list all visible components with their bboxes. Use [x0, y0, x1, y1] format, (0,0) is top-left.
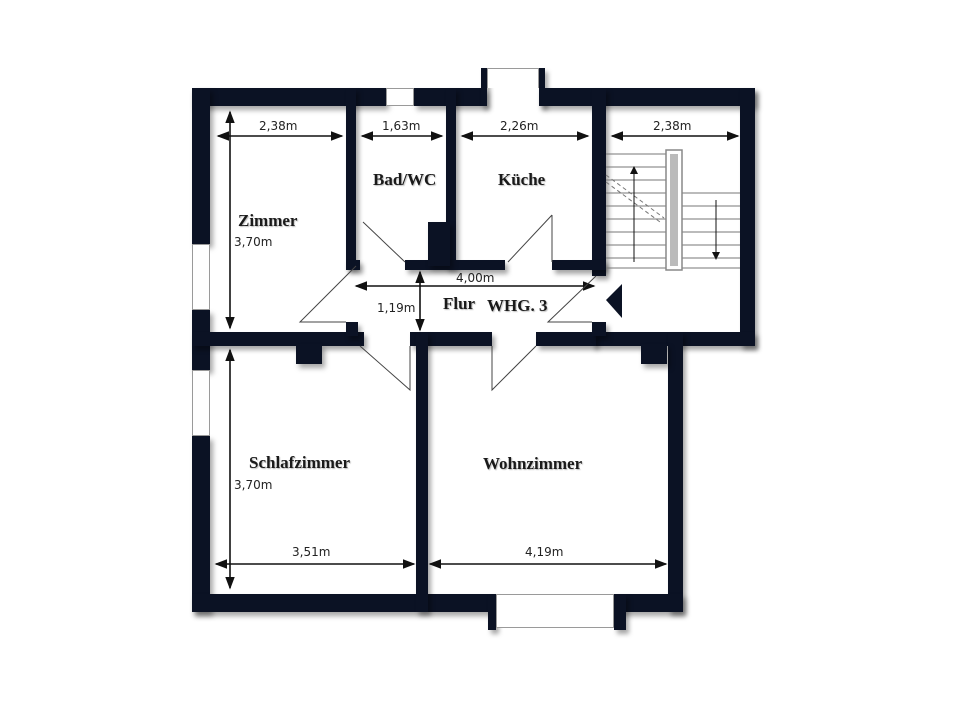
dim-flur-width: 4,00m	[456, 271, 495, 285]
room-label-kueche: Küche	[498, 170, 546, 189]
room-label-wohnzimmer: Wohnzimmer	[483, 454, 583, 473]
shaft-bad	[428, 222, 450, 266]
dim-kueche-width: 2,26m	[500, 119, 539, 133]
shaft-schlaf	[296, 344, 322, 364]
wall-kueche-stair	[592, 88, 606, 276]
wall-right-lower	[668, 332, 683, 612]
room-label-schlafzimmer: Schlafzimmer	[249, 453, 351, 472]
wall-bad-bottom	[405, 260, 505, 270]
dim-schlaf-width: 3,51m	[292, 545, 331, 559]
dim-flur-depth: 1,19m	[377, 301, 416, 315]
wall-kitchen-bay-left	[481, 68, 487, 106]
dim-stair-width: 2,38m	[653, 119, 692, 133]
wall-zimmer-bad	[346, 88, 356, 268]
unit-label: WHG. 3	[487, 296, 548, 315]
room-label-bad: Bad/WC	[373, 170, 437, 189]
wall-stair-right	[740, 88, 755, 346]
wall-left-3	[192, 436, 210, 612]
wall-balcony-right	[614, 594, 626, 630]
window-kueche	[487, 68, 539, 88]
wall-bad-kueche	[446, 88, 456, 268]
wall-balcony-left	[488, 594, 496, 630]
entrance-arrow-icon	[606, 284, 622, 318]
shaft-wohn	[641, 344, 667, 364]
window-zimmer	[192, 244, 210, 310]
dim-bad-width: 1,63m	[382, 119, 421, 133]
window-bad	[386, 88, 414, 106]
dim-zimmer-width: 2,38m	[259, 119, 298, 133]
window-schlafzimmer	[192, 370, 210, 436]
room-label-zimmer: Zimmer	[238, 211, 298, 230]
wall-mid-stub-left	[346, 322, 358, 336]
wall-schlaf-wohn	[416, 332, 428, 612]
dim-schlaf-length: 3,70m	[234, 478, 273, 492]
wall-mid-stub-right	[592, 322, 606, 336]
wall-mid-right	[536, 332, 596, 346]
wall-top-left	[192, 88, 386, 106]
wall-kitchen-bay-right	[539, 68, 545, 106]
wall-mid-left	[192, 332, 364, 346]
dim-zimmer-length: 3,70m	[234, 235, 273, 249]
wall-bottom-right	[614, 594, 683, 612]
wall-zimmer-stub	[346, 260, 360, 270]
wall-kueche-bottom	[552, 260, 606, 270]
dim-wohn-width: 4,19m	[525, 545, 564, 559]
room-label-flur: Flur	[443, 294, 476, 313]
wall-left-1	[192, 88, 210, 244]
window-balcony	[496, 594, 614, 628]
wall-mid-center	[410, 332, 492, 346]
